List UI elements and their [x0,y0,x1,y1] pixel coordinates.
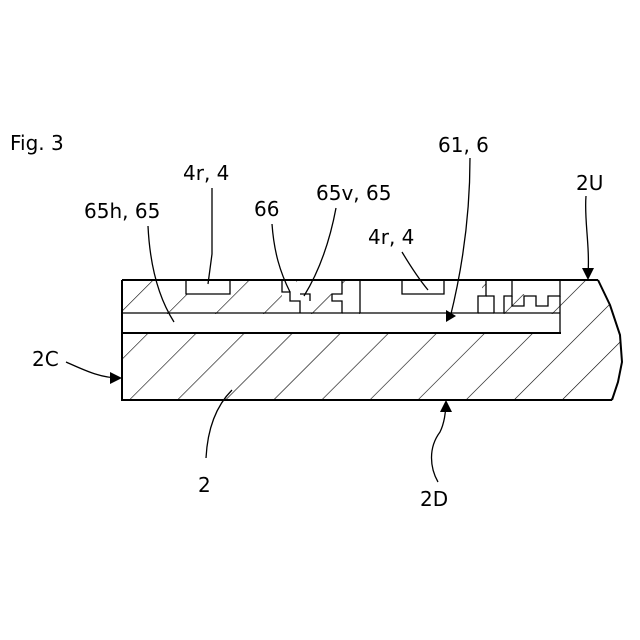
label-61-6: 61, 6 [438,133,489,157]
label-2U: 2U [576,171,603,195]
horizontal-groove-65h [123,314,561,332]
label-2C: 2C [32,347,59,371]
figure-title: Fig. 3 [10,131,64,155]
label-66: 66 [254,197,279,221]
label-2: 2 [198,473,211,497]
label-2D: 2D [420,487,448,511]
upper-layer-6 [122,280,598,333]
label-65v-65: 65v, 65 [316,181,391,205]
label-4r-4-left: 4r, 4 [183,161,229,185]
label-4r-4-right: 4r, 4 [368,225,414,249]
label-65h-65: 65h, 65 [84,199,160,223]
